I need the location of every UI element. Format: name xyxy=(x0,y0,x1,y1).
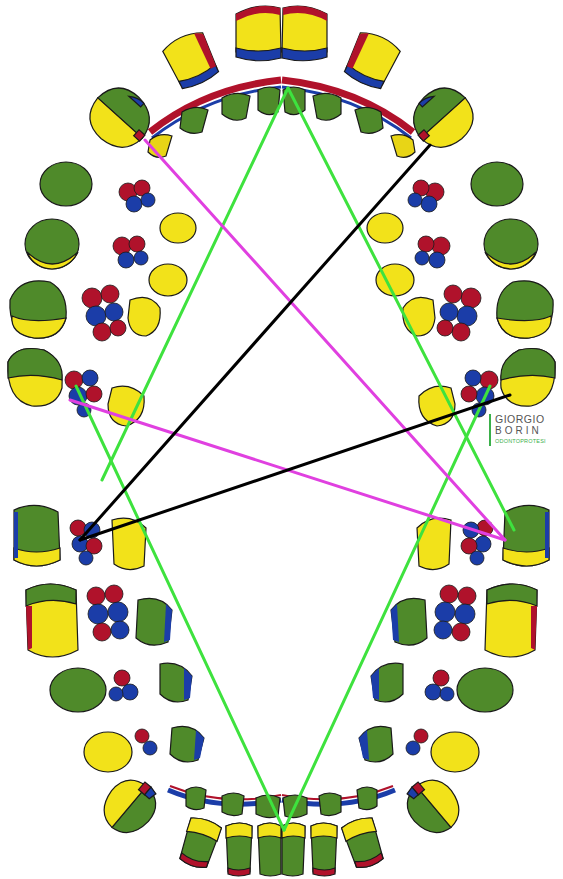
occlusion-lines xyxy=(70,88,514,830)
black-line xyxy=(80,395,510,540)
watermark-text: GIORGIO xyxy=(494,414,546,425)
green-line xyxy=(102,88,288,480)
watermark-text: BORIN xyxy=(494,426,543,436)
green-line xyxy=(288,88,514,530)
green-line xyxy=(76,386,284,830)
watermark-text: ODONTOPROTESI xyxy=(494,439,547,445)
magenta-line xyxy=(145,140,505,540)
watermark-bar xyxy=(489,414,491,446)
green-line xyxy=(284,386,490,830)
